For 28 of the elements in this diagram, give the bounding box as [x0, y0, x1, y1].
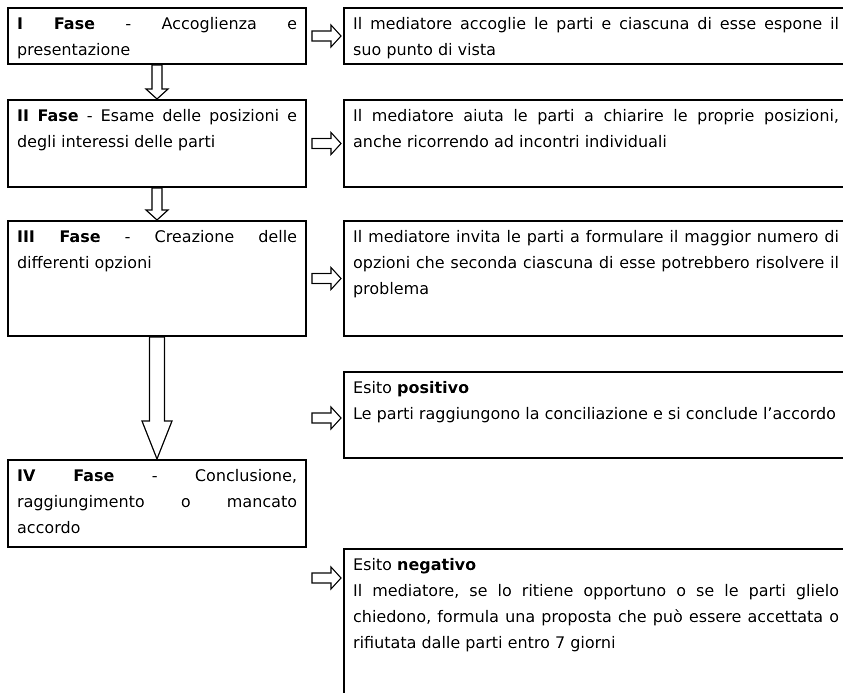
process-box	[343, 371, 843, 459]
box-text: Il mediatore, se lo ritiene opportuno o se le parti glielo chiedono, formula una proposta che può essere accettata o rifiutata dalle parti entro 7 giorni	[353, 580, 839, 654]
block-arrow	[311, 130, 342, 156]
process-box	[7, 7, 307, 65]
process-box	[7, 459, 307, 548]
box-text: IV Fase - Conclusione, raggiungimento o mancato accordo	[17, 465, 297, 539]
process-box	[343, 99, 843, 188]
block-arrow	[141, 336, 173, 461]
block-arrow	[311, 23, 342, 49]
block-arrow	[311, 266, 342, 292]
process-box	[343, 7, 843, 65]
block-arrow	[144, 187, 170, 221]
box-text: Il mediatore invita le parti a formulare il maggior numero di opzioni che seconda ciascuna di esse potrebbero risolvere il problema	[353, 226, 839, 300]
process-box	[7, 99, 307, 188]
outcome-heading: Esito positivo	[353, 377, 470, 399]
box-text: I Fase - Accoglienza e presentazione	[17, 13, 297, 61]
block-arrow	[311, 405, 342, 431]
box-text: Il mediatore aiuta le parti a chiarire le proprie posizioni, anche ricorrendo ad incontri individuali	[353, 105, 839, 153]
outcome-heading: Esito negativo	[353, 554, 478, 576]
block-arrow	[144, 64, 170, 100]
box-text: Le parti raggiungono la conciliazione e si conclude l’accordo	[353, 403, 837, 425]
box-text: II Fase - Esame delle posizioni e degli interessi delle parti	[17, 105, 297, 153]
box-text: III Fase - Creazione delle differenti opzioni	[17, 226, 297, 274]
box-text: Il mediatore accoglie le parti e ciascuna di esse espone il suo punto di vista	[353, 13, 839, 61]
process-box	[343, 548, 843, 693]
process-box	[7, 220, 307, 337]
block-arrow	[311, 565, 342, 591]
process-box	[343, 220, 843, 337]
